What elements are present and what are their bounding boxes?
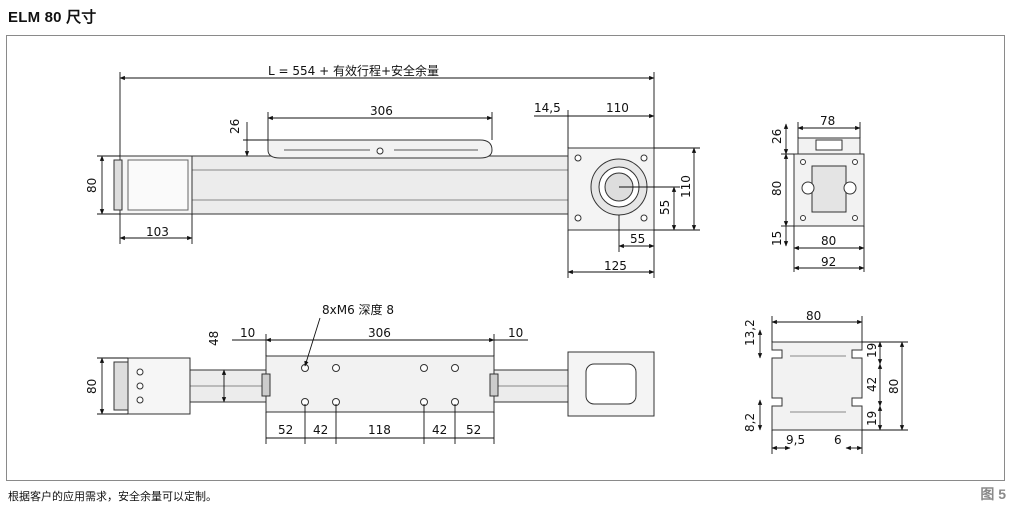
dim-center-horizontal: 55 — [630, 232, 645, 246]
dim-carriage-length: 306 — [370, 104, 393, 118]
side-view-dimensions — [97, 72, 700, 278]
dim-spacing-2: 42 — [313, 423, 328, 437]
profile-view-dimensions — [757, 316, 908, 454]
dim-total-width: 92 — [821, 255, 836, 269]
dim-center-vertical: 55 — [658, 200, 672, 215]
dim-top-carriage-length: 306 — [368, 326, 391, 340]
dim-end-block: 103 — [146, 225, 169, 239]
dim-profile-width: 80 — [806, 309, 821, 323]
dim-slot-width: 9,5 — [786, 433, 805, 447]
dim-top-height: 26 — [770, 129, 784, 144]
dim-motor-block-total: 125 — [604, 259, 627, 273]
dim-thread-note: 8xM6 深度 8 — [322, 302, 394, 317]
dim-top-height: 80 — [85, 379, 99, 394]
dim-spacing-4: 42 — [432, 423, 447, 437]
dim-bottom-offset: 8,2 — [743, 413, 757, 432]
dim-profile-height: 80 — [887, 379, 901, 394]
figure-label: 图 5 — [980, 486, 1006, 502]
dim-length-formula: L = 554 + 有效行程+安全余量 — [268, 63, 439, 78]
end-view — [793, 137, 865, 227]
page-title: ELM 80 尺寸 — [8, 9, 97, 26]
dim-motor-block-height: 110 — [679, 175, 693, 198]
dim-end-height: 80 — [770, 181, 784, 196]
dim-right-gap: 10 — [508, 326, 523, 340]
dim-motor-block-width: 110 — [606, 101, 629, 115]
dim-base-height: 15 — [770, 231, 784, 246]
dim-base-width: 80 — [821, 234, 836, 248]
side-view — [113, 139, 655, 231]
dim-left-gap: 10 — [240, 326, 255, 340]
dim-offset: 14,5 — [534, 101, 561, 115]
top-view — [113, 351, 655, 417]
dim-top-offset: 13,2 — [743, 319, 757, 346]
end-view-dimensions — [781, 122, 865, 272]
dim-carriage-height: 26 — [228, 119, 242, 134]
dim-top-width: 78 — [820, 114, 835, 128]
footnote: 根据客户的应用需求，安全余量可以定制。 — [8, 490, 217, 503]
dim-slot-bottom: 19 — [865, 411, 879, 426]
dim-spacing-5: 52 — [466, 423, 481, 437]
profile-view — [771, 341, 863, 431]
dim-center: 42 — [865, 377, 879, 392]
dim-offset-height: 48 — [207, 331, 221, 346]
dim-height-left: 80 — [85, 178, 99, 193]
dim-slot-depth: 6 — [834, 433, 842, 447]
dim-spacing-1: 52 — [278, 423, 293, 437]
top-view-dimensions — [97, 317, 528, 444]
dim-slot-top: 19 — [865, 343, 879, 358]
dim-spacing-3: 118 — [368, 423, 391, 437]
